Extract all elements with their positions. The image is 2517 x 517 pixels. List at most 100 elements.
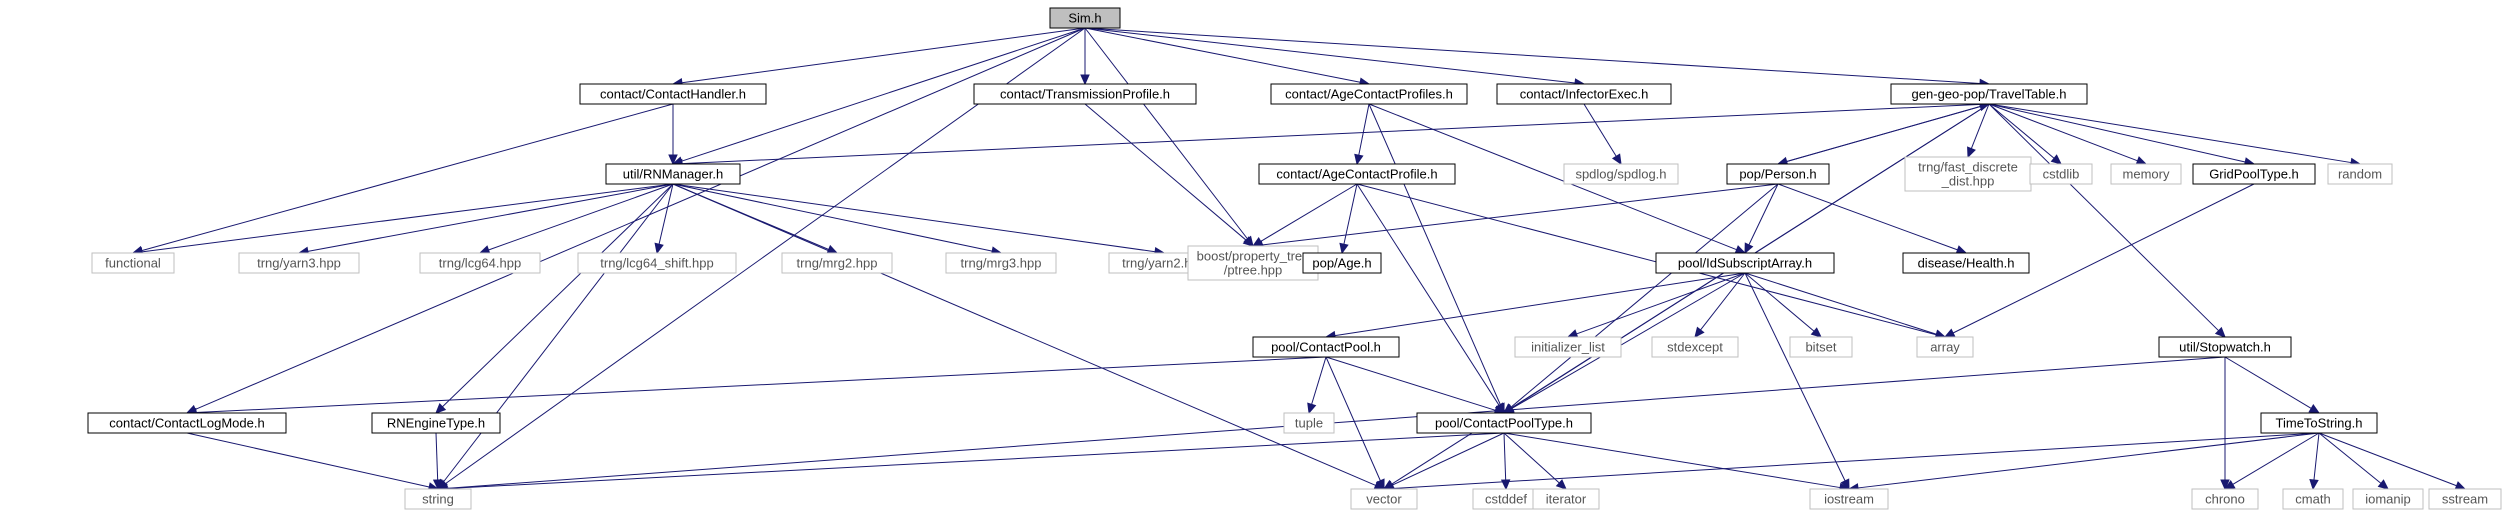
node-label: Sim.h (1068, 11, 1101, 26)
node-label: contact/ContactHandler.h (600, 87, 746, 102)
node-initlist: initializer_list (1514, 336, 1622, 358)
node-mrg2: trng/mrg2.hpp (781, 252, 893, 274)
edge-contactpool-to-vector (1325, 356, 1385, 491)
node-gridpooltype[interactable]: GridPoolType.h (2192, 163, 2316, 185)
edge-agecontactprofile-to-ptree (1251, 183, 1358, 247)
edge-transmission-to-ptree (1084, 103, 1254, 247)
node-agecontactprofile[interactable]: contact/AgeContactProfile.h (1258, 163, 1456, 185)
node-stdexcept: stdexcept (1651, 336, 1739, 358)
node-label: trng/mrg2.hpp (797, 256, 878, 271)
node-stopwatch[interactable]: util/Stopwatch.h (2158, 336, 2292, 358)
graph-nodes: Sim.h contact/ContactHandler.h contact/Tra… (87, 7, 2502, 510)
node-label: functional (105, 256, 161, 271)
node-label: memory (2123, 167, 2170, 182)
node-idsubscript[interactable]: pool/IdSubscriptArray.h (1655, 252, 1835, 274)
node-fastdiscrete: trng/fast_discrete_dist.hpp (1904, 156, 2032, 192)
edge-rnmanager-to-string (437, 183, 674, 490)
node-lcg64: trng/lcg64.hpp (419, 252, 541, 274)
node-label: random (2338, 167, 2382, 182)
edge-rnmanager-to-lcg64 (478, 183, 674, 255)
edge-person-to-contactpooltype (1503, 183, 1779, 414)
node-timetostring[interactable]: TimeToString.h (2260, 412, 2378, 434)
node-iostream: iostream (1809, 488, 1889, 510)
edge-person-to-ptree (1251, 183, 1779, 250)
edge-stopwatch-to-chrono (2220, 357, 2230, 491)
node-label: cstddef (1485, 492, 1527, 507)
node-label: initializer_list (1531, 340, 1605, 355)
edge-agecontactprofile-to-array (1356, 183, 1947, 340)
node-rnenginetype[interactable]: RNEngineType.h (371, 412, 501, 434)
edge-traveltable-to-cstdlib (1988, 103, 2062, 165)
edge-traveltable-to-stopwatch (1988, 103, 2226, 338)
node-label: _dist.hpp (1941, 174, 1995, 189)
node-label: contact/AgeContactProfile.h (1276, 167, 1437, 182)
node-contactlogmode[interactable]: contact/ContactLogMode.h (87, 412, 287, 434)
edge-timetostring-to-iostream (1847, 432, 2320, 493)
node-vector: vector (1350, 488, 1418, 510)
node-traveltable[interactable]: gen-geo-pop/TravelTable.h (1890, 83, 2088, 105)
node-sstream: sstream (2428, 488, 2502, 510)
edge-stopwatch-to-timetostring (2224, 356, 2321, 414)
edge-timetostring-to-iomanip (2318, 432, 2389, 490)
edge-idsubscript-to-contactpool (1324, 272, 1746, 341)
node-label: pop/Person.h (1739, 167, 1816, 182)
edge-person-to-health (1777, 183, 1968, 255)
node-label: iostream (1824, 492, 1874, 507)
edge-contactpooltype-to-cstddef (1500, 432, 1511, 491)
node-cstddef: cstddef (1472, 488, 1540, 510)
edge-agecontactprofiles-to-contactpooltype (1368, 103, 1505, 415)
node-label: pool/ContactPool.h (1271, 340, 1381, 355)
node-contactpooltype[interactable]: pool/ContactPoolType.h (1416, 412, 1592, 434)
edge-rnmanager-to-functional (131, 183, 674, 257)
node-infectorexec[interactable]: contact/InfectorExec.h (1496, 83, 1672, 105)
edge-traveltable-to-fastdiscrete (1967, 103, 1990, 159)
node-person[interactable]: pop/Person.h (1726, 163, 1830, 185)
edge-rnmanager-to-rnenginetype (435, 183, 674, 414)
edge-contactpool-to-contactlogmode (185, 356, 1327, 418)
node-label: cstdlib (2043, 167, 2080, 182)
edge-contactpooltype-to-string (436, 432, 1505, 494)
node-age[interactable]: pop/Age.h (1302, 252, 1382, 274)
node-label: RNEngineType.h (387, 416, 485, 431)
node-lcg64shift: trng/lcg64_shift.hpp (577, 252, 737, 274)
node-ptree: boost/property_tree/ptree.hpp (1187, 245, 1319, 281)
edge-rnenginetype-to-string (432, 432, 443, 491)
node-label: vector (1366, 492, 1402, 507)
node-cstdlib: cstdlib (2029, 163, 2093, 185)
node-functional: functional (91, 252, 175, 274)
node-label: string (422, 492, 454, 507)
node-label: contact/TransmissionProfile.h (1000, 87, 1170, 102)
node-sim[interactable]: Sim.h (1049, 7, 1121, 29)
edge-sim-to-transmission (1080, 28, 1090, 86)
node-label: contact/InfectorExec.h (1520, 87, 1649, 102)
node-contacthandler[interactable]: contact/ContactHandler.h (579, 83, 767, 105)
node-contactpool[interactable]: pool/ContactPool.h (1252, 336, 1400, 358)
edge-contactpool-to-contactpooltype (1325, 356, 1506, 415)
edge-timetostring-to-vector (1382, 432, 2320, 494)
node-label: util/RNManager.h (623, 167, 723, 182)
edge-idsubscript-to-initlist (1566, 272, 1746, 339)
edge-agecontactprofiles-to-agecontactprofile (1354, 103, 1370, 166)
edge-contactpool-to-tuple (1307, 356, 1327, 415)
node-label: pool/IdSubscriptArray.h (1678, 256, 1812, 271)
node-iterator: iterator (1532, 488, 1600, 510)
node-yarn3: trng/yarn3.hpp (238, 252, 360, 274)
node-array: array (1916, 336, 1974, 358)
node-agecontactprofiles[interactable]: contact/AgeContactProfiles.h (1270, 83, 1468, 105)
node-label: trng/mrg3.hpp (961, 256, 1042, 271)
node-label: /ptree.hpp (1224, 263, 1283, 278)
node-transmission[interactable]: contact/TransmissionProfile.h (973, 83, 1197, 105)
node-label: tuple (1295, 416, 1323, 431)
edge-timetostring-to-sstream (2318, 432, 2467, 491)
edge-rnmanager-to-yarn3 (297, 183, 674, 256)
edge-person-to-idsubscript (1744, 183, 1779, 255)
graph-edges (131, 27, 2467, 494)
edge-idsubscript-to-stdexcept (1694, 272, 1746, 338)
node-label: disease/Health.h (1918, 256, 2015, 271)
node-label: TimeToString.h (2276, 416, 2363, 431)
edge-agecontactprofile-to-age (1339, 183, 1358, 255)
node-health[interactable]: disease/Health.h (1902, 252, 2030, 274)
edge-sim-to-ptree (1084, 27, 1254, 247)
node-rnmanager[interactable]: util/RNManager.h (605, 163, 741, 185)
